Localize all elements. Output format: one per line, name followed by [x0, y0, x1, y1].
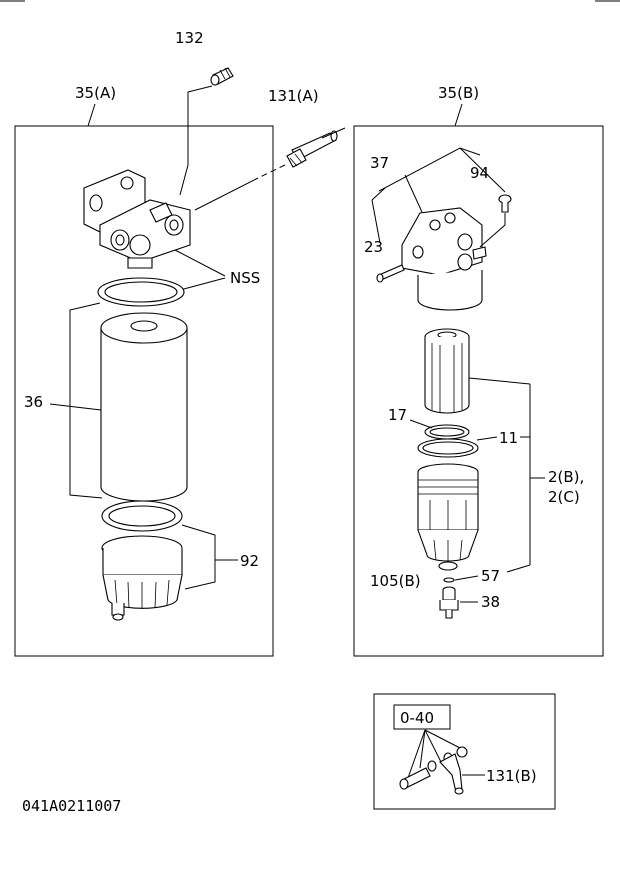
- label-0-40: 0-40: [400, 709, 434, 727]
- filter-head-35b: [401, 207, 487, 311]
- label-105b: 105(B): [370, 572, 421, 590]
- bolt-23: [376, 264, 405, 283]
- label-37: 37: [370, 154, 389, 172]
- label-2b: 2(B),: [548, 468, 584, 486]
- label-17: 17: [388, 406, 407, 424]
- element-36: [100, 312, 188, 502]
- frame-35b: [353, 125, 604, 657]
- ring-57: [443, 577, 455, 583]
- assembly-35b: 35(B) 37 94 23 17 11 2(B), 2(C) 105(B) 5…: [353, 84, 604, 657]
- label-57: 57: [481, 567, 500, 585]
- label-35a: 35(A): [75, 84, 116, 102]
- label-131b: 131(B): [486, 767, 537, 785]
- frame-35a: [14, 125, 274, 657]
- detail-131b: 0-40 131(B): [373, 693, 556, 810]
- oring-bottom-35a: [101, 500, 183, 532]
- label-38: 38: [481, 593, 500, 611]
- label-11: 11: [499, 429, 518, 447]
- label-nss: NSS: [230, 269, 260, 287]
- bolt-131b: [399, 767, 431, 790]
- drawing-code: 041A0211007: [22, 797, 121, 815]
- label-131a: 131(A): [268, 87, 319, 105]
- label-36: 36: [24, 393, 43, 411]
- label-92: 92: [240, 552, 259, 570]
- bowl-105b: [417, 463, 479, 571]
- label-35b: 35(B): [438, 84, 479, 102]
- oring-large-35b: [417, 438, 479, 458]
- washer-1: [427, 760, 437, 772]
- bowl-92: [101, 535, 183, 621]
- plug-38: [439, 586, 459, 619]
- label-23: 23: [364, 238, 383, 256]
- oring-top-35a: [97, 277, 185, 307]
- frame-131b: [373, 693, 556, 810]
- plug-132: [210, 67, 234, 86]
- elbow-131b: [439, 746, 468, 795]
- filter-head-35a: [83, 169, 191, 269]
- oring-17: [424, 424, 470, 440]
- box-0-40: [393, 704, 451, 730]
- fitting-131a: [286, 130, 338, 168]
- label-132: 132: [175, 29, 204, 47]
- assembly-35a: 132 35(A) 131(A) NSS 36 92: [14, 29, 346, 657]
- label-94: 94: [470, 164, 489, 182]
- screw-94: [498, 194, 512, 213]
- element-11: [424, 328, 470, 414]
- label-2c: 2(C): [548, 488, 580, 506]
